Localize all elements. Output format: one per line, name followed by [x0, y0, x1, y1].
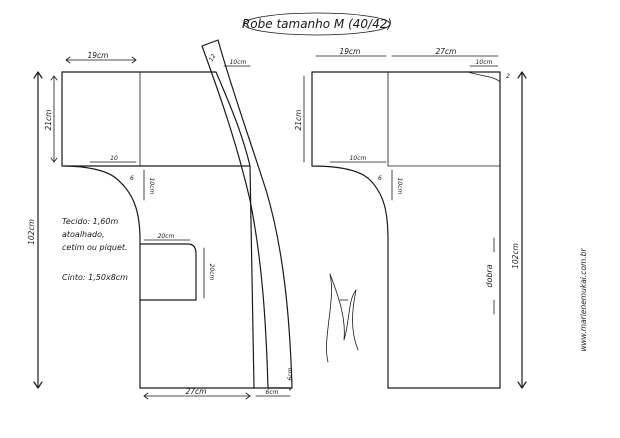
right-total-length-label: 102cm [511, 243, 520, 269]
left-armhole-drop-label: 10cm [148, 178, 155, 195]
website-text: www.marlenemukai.com.br [579, 248, 588, 352]
fabric-note-line2: atoalhado, [62, 230, 105, 239]
belt-strip [201, 39, 293, 389]
left-top-width-arrowhead-r [131, 56, 137, 64]
left-piece-outline [61, 71, 291, 391]
right-left-width-label: 19cm [340, 47, 361, 56]
right-neck-curve [467, 71, 501, 83]
right-neck-small-label: 2 [506, 73, 510, 80]
left-top-width-label: 19cm [88, 51, 109, 60]
left-neck-label: 10cm [230, 59, 247, 66]
fabric-note-line3: cetim ou piquet. [62, 243, 128, 252]
pocket-width-label: 20cm [158, 233, 175, 240]
right-armhole-drop-label: 10cm [396, 178, 403, 195]
left-neck-small-label: 12 [208, 53, 218, 63]
belt-outline [201, 39, 293, 389]
pocket-height-label: 20cm [208, 264, 215, 281]
signature-scribble [326, 273, 359, 363]
right-total-length-head-top [517, 71, 527, 79]
left-bottom-width-head-l [143, 392, 149, 400]
left-bottom-width-label: 27cm [186, 387, 207, 396]
right-piece-outline [311, 71, 501, 389]
pocket-outline [139, 243, 197, 301]
left-total-length-label: 102cm [27, 219, 36, 245]
left-front-edge [249, 165, 255, 389]
left-shoulder-height-head-top [50, 75, 58, 81]
left-pattern-piece [61, 71, 291, 391]
right-inner-guide [387, 71, 501, 167]
right-neck-label: 10cm [476, 59, 493, 66]
right-right-width-label: 27cm [436, 47, 457, 56]
left-total-length-head-bottom [33, 381, 43, 389]
signature [326, 273, 359, 363]
fabric-note-line1: Tecido: 1,60m [62, 217, 118, 226]
left-bottom-width-head-r [245, 392, 251, 400]
left-curve-mark: 6 [130, 175, 134, 182]
right-total-length-head-bottom [517, 381, 527, 389]
right-armhole-label: 10cm [350, 155, 367, 162]
title-bubble [243, 12, 391, 36]
right-shoulder-height-label: 21cm [294, 110, 303, 131]
left-shoulder-height-label: 21cm [44, 110, 53, 131]
right-curve-mark: 6 [378, 175, 382, 182]
fold-label: dobra [485, 264, 494, 287]
left-armhole-label: 10 [110, 155, 118, 162]
left-total-length-head-top [33, 71, 43, 79]
left-top-width-arrowhead-l [65, 56, 71, 64]
left-bottom-overlap-label: 6cm [266, 389, 279, 396]
right-pattern-piece [311, 71, 501, 389]
belt-note: Cinto: 1,50x8cm [62, 273, 128, 282]
belt-width-label: 6cm [287, 367, 294, 380]
title-text: Robe tamanho M (40/42) [242, 17, 392, 31]
left-shoulder-height-head-bottom [50, 157, 58, 163]
